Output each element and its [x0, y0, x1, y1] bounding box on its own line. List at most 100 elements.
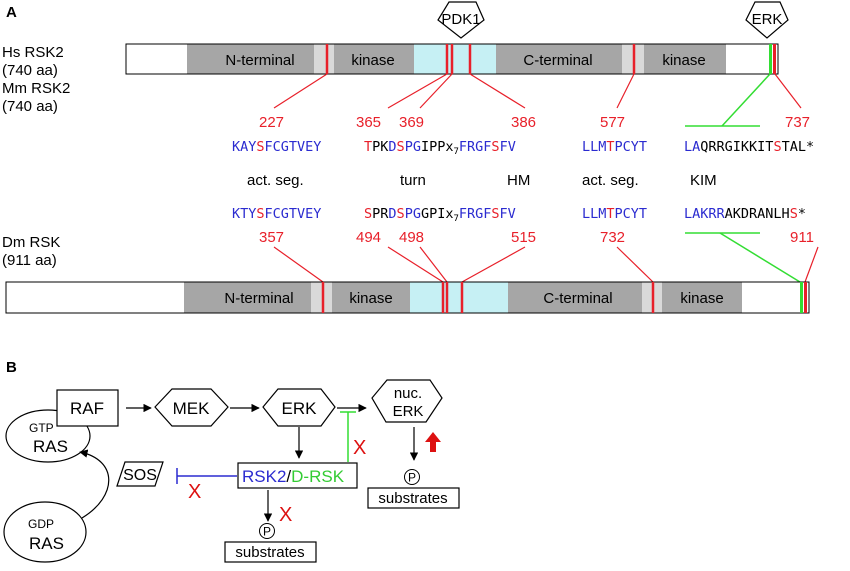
- seq-bottom-turn-hm: SPRDSPGGPIx7FRGFSFV: [364, 206, 516, 224]
- position-365: 365: [356, 114, 381, 131]
- c-terminal-label-dm: C-terminal: [543, 290, 612, 307]
- protein-bar-rsk2: N-terminal kinase C-terminal kinase: [125, 43, 779, 75]
- sequence-segment: FCGTVEY: [265, 139, 322, 155]
- position-369: 369: [399, 114, 424, 131]
- species-mm-length: (740 aa): [2, 98, 58, 115]
- kinase-label-2: kinase: [662, 52, 705, 69]
- motif-act-seg-2: act. seg.: [582, 172, 639, 189]
- kinase-label-dm-2: kinase: [680, 290, 723, 307]
- sequence-segment: AKDRANLH: [725, 206, 790, 222]
- motif-kim: KIM: [690, 172, 717, 189]
- sequence-segment: LLM: [582, 139, 606, 155]
- ras-gdp-node: GDP RAS: [3, 501, 87, 563]
- block-mark-1: X: [353, 437, 366, 459]
- sequence-segment: FRGF: [459, 139, 492, 155]
- sequence-segment: S: [491, 139, 499, 155]
- motif-hm: HM: [507, 172, 530, 189]
- sequence-segment: LA: [684, 139, 700, 155]
- sequence-segment: S: [790, 206, 798, 222]
- position-732: 732: [600, 229, 625, 246]
- species-hs-rsk2: Hs RSK2: [2, 44, 64, 61]
- ras-gdp-label: RAS: [29, 534, 64, 553]
- sequence-segment: LA: [684, 206, 700, 222]
- erk-label-top: ERK: [752, 11, 783, 28]
- rsk-slash: /: [286, 467, 291, 486]
- seq-top-act-seg-c: LLMTPCYT: [582, 139, 647, 155]
- sos-label: SOS: [123, 467, 157, 484]
- species-dm-length: (911 aa): [2, 252, 57, 269]
- pdk1-kinase-shape: PDK1: [437, 1, 485, 39]
- panel-b-label: B: [6, 359, 17, 376]
- sequence-segment: S: [397, 139, 405, 155]
- position-498: 498: [399, 229, 424, 246]
- sequence-segment: 7: [453, 214, 458, 224]
- sequence-segment: S: [491, 206, 499, 222]
- phospho-rsk-substrates: P: [259, 523, 275, 539]
- nuc-erk-label: ERK: [393, 403, 424, 420]
- site-connectors-top: [273, 73, 802, 109]
- c-terminal-label: C-terminal: [523, 52, 592, 69]
- n-terminal-label-dm: N-terminal: [224, 290, 293, 307]
- seq-bottom-act-seg-c: LLMTPCYT: [582, 206, 647, 222]
- phospho-label-1: P: [263, 525, 271, 539]
- sequence-segment: TAL*: [782, 139, 815, 155]
- site-connectors-bottom: [273, 246, 819, 283]
- sequence-segment: Px: [437, 139, 453, 155]
- kinase-label-1: kinase: [351, 52, 394, 69]
- kinase-label-dm-1: kinase: [349, 290, 392, 307]
- bottom-positions: 357 494 498 515 732 911: [259, 229, 814, 246]
- species-mm-rsk2: Mm RSK2: [2, 80, 70, 97]
- seq-top-act-seg: KAYSFCGTVEY: [232, 139, 321, 155]
- sequence-segment: PCYT: [615, 139, 648, 155]
- sequence-segment: PG: [405, 206, 421, 222]
- raf-node: RAF: [56, 389, 119, 427]
- drsk-label: D-RSK: [291, 467, 345, 486]
- pdk1-label: PDK1: [441, 11, 480, 28]
- sequence-segment: PG: [405, 139, 421, 155]
- seq-top-turn-hm: TPKDSPGIPPx7FRGFSFV: [364, 139, 516, 157]
- position-357: 357: [259, 229, 284, 246]
- sequence-segment: 7: [453, 147, 458, 157]
- position-911: 911: [790, 229, 814, 246]
- rsk-node: RSK2/D-RSK: [237, 462, 358, 489]
- sequence-segment: FCGTVEY: [265, 206, 322, 222]
- seq-bottom-kim: LAKRRAKDRANLHS*: [684, 206, 806, 222]
- position-577: 577: [600, 114, 625, 131]
- sequence-segment: T: [364, 139, 372, 155]
- sequence-segment: S: [256, 206, 264, 222]
- block-mark-2: X: [188, 481, 201, 503]
- sequence-segment: T: [606, 206, 614, 222]
- substrates-label-1: substrates: [235, 544, 304, 561]
- sequence-segment: T: [606, 139, 614, 155]
- panel-a-label: A: [6, 4, 17, 21]
- sequence-segment: S: [256, 139, 264, 155]
- sequence-segment: PR: [372, 206, 389, 222]
- raf-label: RAF: [70, 399, 104, 418]
- phospho-nuc-substrates: P: [404, 469, 420, 485]
- kim-connector-top: [685, 73, 771, 127]
- sequence-segment: KAY: [232, 139, 256, 155]
- mek-label: MEK: [173, 399, 211, 418]
- nuc-erk-node: nuc. ERK: [371, 379, 443, 423]
- sequence-segment: KRR: [700, 206, 725, 222]
- position-515: 515: [511, 229, 536, 246]
- sequence-segment: PCYT: [615, 206, 648, 222]
- sequence-segment: FV: [500, 139, 516, 155]
- sequence-segment: LLM: [582, 206, 606, 222]
- nuc-substrates-box: substrates: [367, 487, 460, 509]
- nuc-label: nuc.: [394, 385, 422, 402]
- rsk-inhibit-nuc-import: X: [340, 411, 366, 462]
- motif-turn: turn: [400, 172, 426, 189]
- rsk-node-label: RSK2/D-RSK: [242, 467, 345, 486]
- sequence-segment: S: [773, 139, 781, 155]
- rsk-substrates-box: substrates: [224, 541, 317, 563]
- block-mark-3: X: [279, 504, 292, 526]
- n-terminal-domain: [187, 44, 314, 74]
- seq-bottom-act-seg: KTYSFCGTVEY: [232, 206, 321, 222]
- sos-node: SOS: [116, 461, 164, 487]
- sequence-segment: FRGF: [459, 206, 492, 222]
- rsk2-label: RSK2: [242, 467, 286, 486]
- sequence-segment: IP: [421, 139, 437, 155]
- gtp-label: GTP: [29, 421, 54, 435]
